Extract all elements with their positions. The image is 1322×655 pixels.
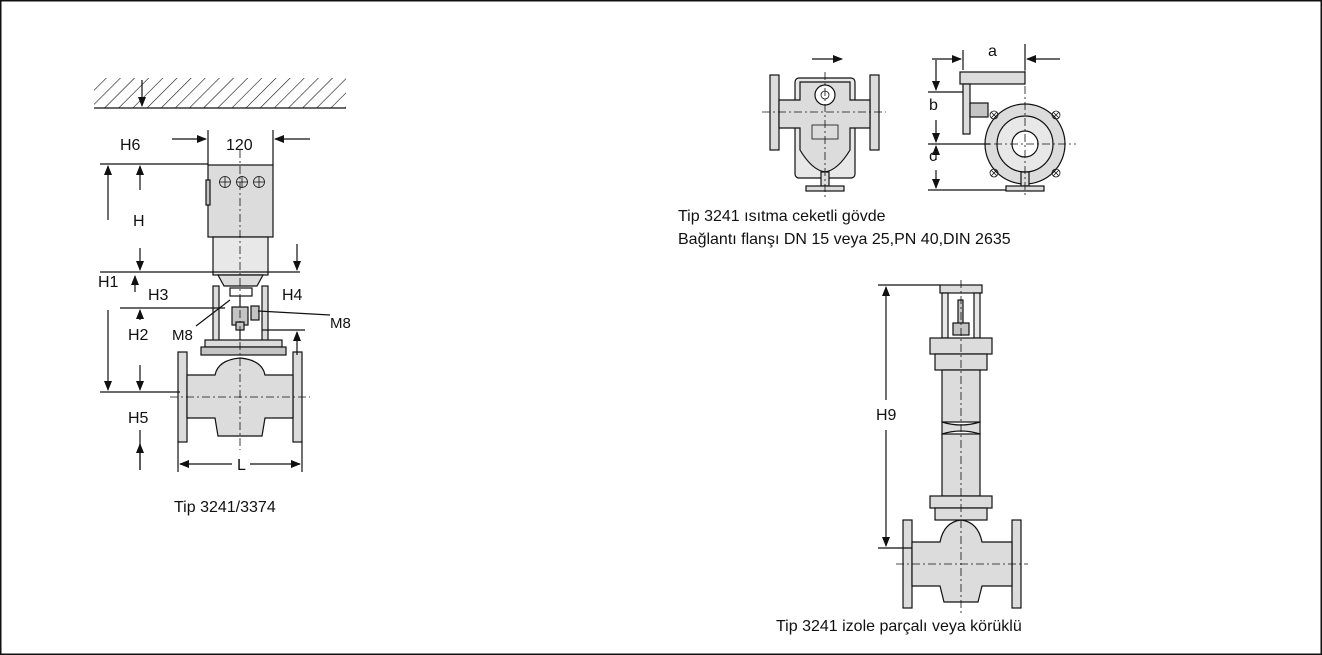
heating-jacket-front-view [762,55,886,198]
caption-heating-jacket-line2: Bağlantı flanşı DN 15 veya 25,PN 40,DIN … [678,231,1011,248]
ceiling-hatch [94,78,346,108]
label-a: a [988,43,997,60]
label-l: L [237,457,246,474]
label-h9: H9 [876,407,897,424]
label-b: b [929,97,938,114]
label-h1: H1 [98,274,119,291]
label-m8-left: M8 [172,327,193,344]
caption-heating-jacket-line1: Tip 3241 ısıtma ceketli gövde [678,208,886,225]
caption-left-figure: Tip 3241/3374 [174,499,276,516]
label-h2: H2 [128,327,149,344]
label-m8-right: M8 [330,315,351,332]
caption-bellows-valve: Tip 3241 izole parçalı veya körüklü [776,618,1022,635]
label-h6: H6 [120,137,141,154]
label-width-120: 120 [226,137,253,154]
label-h: H [133,213,145,230]
heating-jacket-side-view: a b c [928,43,1076,198]
label-h5: H5 [128,410,149,427]
label-h4: H4 [282,287,303,304]
valve-actuator-drawing: H6 120 H H1 H3 H4 H2 M8 M8 H5 L [94,78,351,474]
extended-bonnet-valve-drawing: H9 [876,280,1028,615]
label-h3: H3 [148,287,169,304]
label-c: c [929,148,937,165]
